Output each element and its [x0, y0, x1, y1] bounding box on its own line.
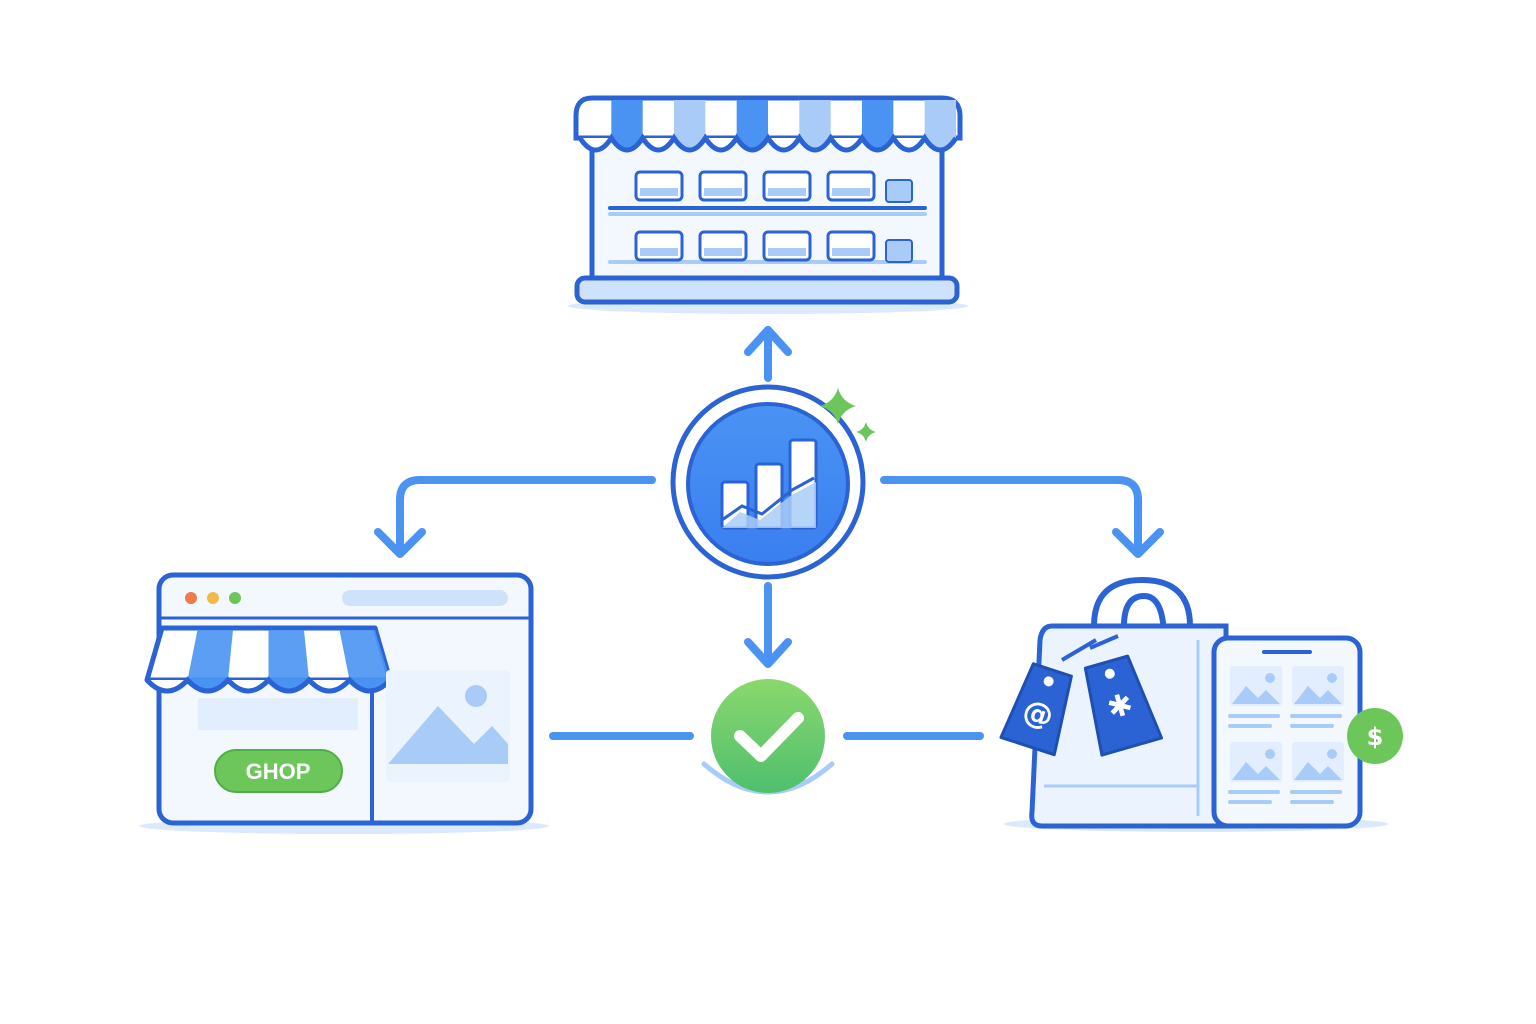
growth-chart-icon [720, 438, 818, 530]
mobile-shopping: @ ✱ $ [999, 576, 1403, 832]
store-base [574, 275, 960, 305]
shelf-product [885, 179, 913, 203]
price-tag-left: @ [999, 662, 1073, 757]
shop-button[interactable]: GHOP [214, 749, 343, 793]
shop-button-label: GHOP [246, 759, 311, 784]
window-dot-yellow [207, 592, 219, 604]
bag-handle-outer [1091, 576, 1193, 627]
physical-store [568, 95, 968, 314]
window-dot-red [185, 592, 197, 604]
window-dot-green [229, 592, 241, 604]
webstore-awning [144, 625, 393, 694]
arrow-up-to-store [744, 326, 792, 382]
price-tag-right: ✱ [1083, 654, 1164, 757]
dollar-icon: $ [1367, 723, 1384, 751]
check-icon [734, 712, 804, 762]
web-store: GHOP [139, 572, 549, 834]
shelf-product [885, 239, 913, 263]
success-check [701, 679, 835, 795]
bag-handle-inner [1121, 592, 1167, 641]
arrow-right-to-mobile [880, 476, 1164, 558]
arrow-left-to-webstore [374, 476, 656, 558]
store-awning [573, 95, 963, 153]
image-placeholder-icon [386, 670, 510, 782]
sparkle-icon [820, 388, 876, 442]
connectors [374, 326, 1164, 740]
arrow-down-to-check [744, 582, 792, 668]
analytics-hub [670, 384, 876, 580]
check-disc [711, 679, 825, 793]
price-badge: $ [1347, 708, 1403, 764]
store-shelves [608, 170, 927, 264]
address-bar [342, 590, 508, 606]
tablet-catalog [1211, 635, 1363, 829]
